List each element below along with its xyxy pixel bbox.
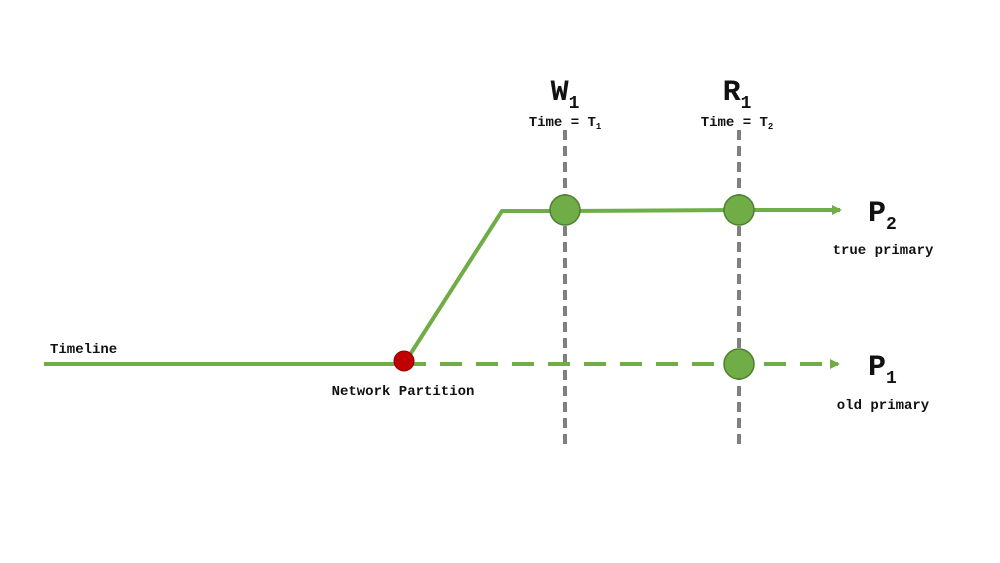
read-node-old-primary: [723, 348, 755, 380]
write-node: [549, 194, 581, 226]
true-primary-label: P2: [868, 197, 897, 235]
old-primary-caption: old primary: [837, 398, 930, 414]
true-primary-caption: true primary: [833, 243, 934, 259]
read-event-label: R1: [723, 76, 752, 114]
network-partition-marker: [393, 350, 415, 372]
old-primary-label: P1: [868, 351, 897, 389]
read-time-label: Time = T2: [701, 115, 774, 132]
network-partition-label: Network Partition: [332, 384, 475, 400]
read-node-true-primary: [723, 194, 755, 226]
write-time-label: Time = T1: [529, 115, 602, 132]
new-primary-branch: [402, 205, 842, 366]
write-event-label: W1: [551, 76, 580, 114]
timeline-label: Timeline: [50, 342, 117, 358]
